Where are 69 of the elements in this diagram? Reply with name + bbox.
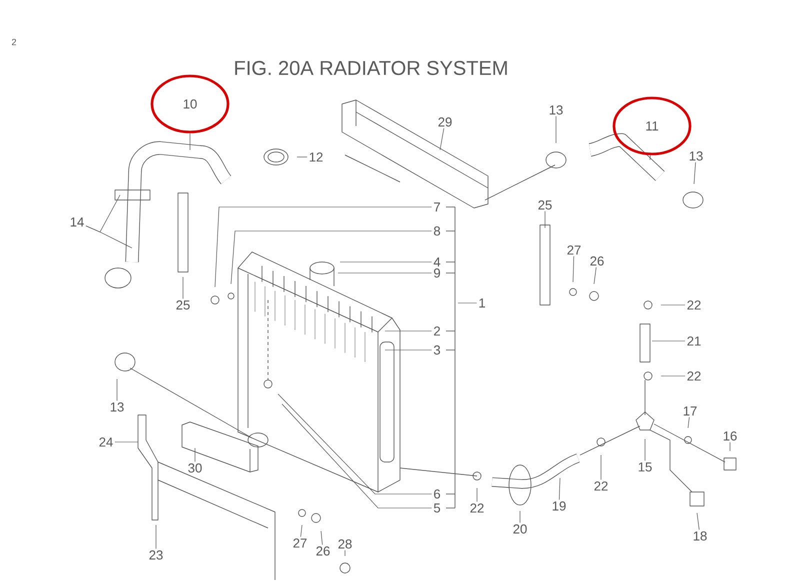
leader-line [544, 211, 546, 228]
leader-line [440, 128, 444, 150]
callout-number: 27 [293, 538, 307, 548]
leader-line [182, 276, 184, 299]
callout-number: 13 [110, 402, 124, 412]
callout-number: 6 [434, 489, 440, 499]
page-number: 2 [12, 38, 16, 46]
callout-number: 22 [594, 481, 608, 491]
callout-number: 26 [316, 546, 330, 556]
callout-number: 24 [99, 437, 113, 447]
leader-line [384, 330, 432, 332]
leader-line [688, 416, 690, 428]
leader-line [344, 550, 346, 556]
leader-line [194, 448, 196, 462]
leader-line [652, 340, 686, 342]
leader-line [116, 378, 118, 401]
callout-number: 4 [434, 258, 440, 266]
callout-number: 12 [310, 152, 323, 162]
leader-line [338, 272, 432, 274]
callout-number: 28 [338, 539, 352, 549]
callout-number: 18 [694, 531, 707, 541]
callout-number: 15 [638, 462, 652, 472]
callout-number: 5 [434, 503, 440, 513]
leader-line [296, 156, 308, 158]
callout-number: 14 [70, 218, 84, 226]
callout-number: 22 [687, 300, 701, 310]
leader-line [230, 230, 432, 284]
title: FIG. 20A RADIATOR SYSTEM [235, 60, 507, 76]
callout-number: 23 [149, 550, 163, 560]
callout-number: 7 [434, 202, 440, 212]
leader-line [300, 524, 302, 538]
callout-number: 22 [470, 503, 484, 513]
leader-line [594, 267, 596, 284]
callout-number: 8 [434, 226, 440, 236]
leader-line [696, 512, 700, 530]
callout-number: 25 [176, 300, 190, 310]
callout-number: 29 [438, 117, 452, 127]
callout-number: 2 [434, 326, 440, 336]
callout-number: 19 [552, 501, 566, 511]
callout-number: 9 [434, 268, 440, 278]
leader-line [282, 404, 432, 508]
leader-line [214, 206, 432, 288]
leader-line [320, 530, 323, 545]
callout-number: 25 [538, 200, 552, 210]
leader-line [476, 488, 478, 502]
leader-line [650, 154, 651, 160]
callout-number: 30 [188, 463, 202, 473]
callout-number: 3 [434, 345, 440, 355]
callout-number: 16 [724, 431, 737, 441]
leader-line [558, 478, 560, 500]
callout-number: 26 [590, 256, 604, 266]
callout-number: 20 [513, 524, 527, 534]
leader-line [644, 438, 646, 462]
leader-line [694, 162, 696, 184]
leader-line [572, 256, 574, 282]
callout-number: 1 [479, 298, 485, 308]
callout-number: 22 [687, 371, 701, 381]
callout-number: 17 [684, 406, 697, 416]
leader-line [458, 302, 477, 304]
leader-line [660, 304, 686, 306]
callout-number: 21 [687, 336, 701, 346]
leader-line [86, 226, 132, 248]
circled-callout: 11 [612, 96, 692, 156]
callout-number: 27 [567, 245, 581, 255]
callout-number: 13 [550, 105, 563, 115]
leader-line [600, 454, 602, 480]
callout-number: 13 [690, 151, 703, 161]
circled-callout: 10 [150, 74, 230, 134]
leader-line [278, 394, 432, 494]
